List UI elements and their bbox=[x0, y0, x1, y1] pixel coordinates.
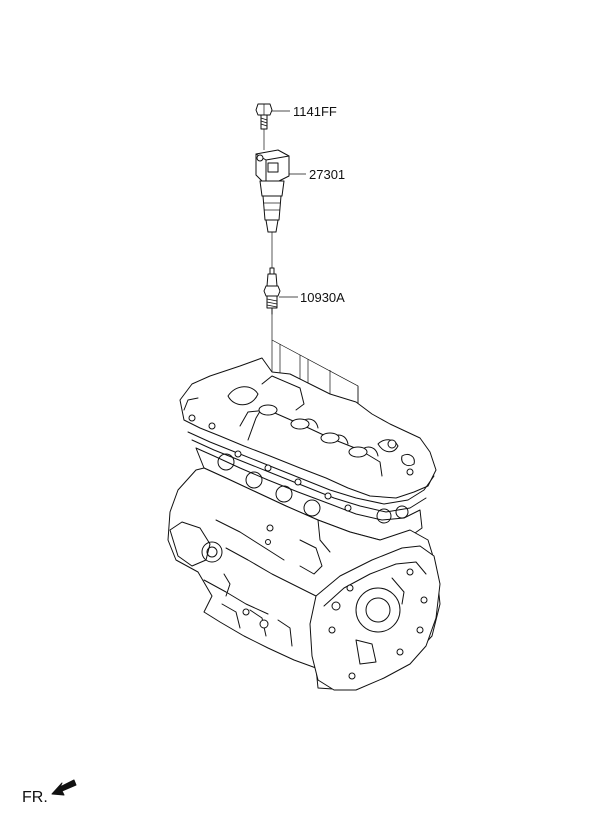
bolt-part[interactable] bbox=[255, 103, 273, 130]
engine-assembly[interactable] bbox=[167, 357, 441, 691]
bolt-part-number[interactable]: 1141FF bbox=[293, 104, 337, 119]
spark-plug-part-number[interactable]: 10930A bbox=[300, 290, 345, 305]
spark-plug-part[interactable] bbox=[263, 267, 281, 315]
front-arrow-icon bbox=[51, 779, 77, 796]
front-direction-label: FR. bbox=[22, 789, 48, 806]
ignition-coil-part-number[interactable]: 27301 bbox=[309, 167, 345, 182]
ignition-coil-part[interactable] bbox=[255, 149, 290, 233]
